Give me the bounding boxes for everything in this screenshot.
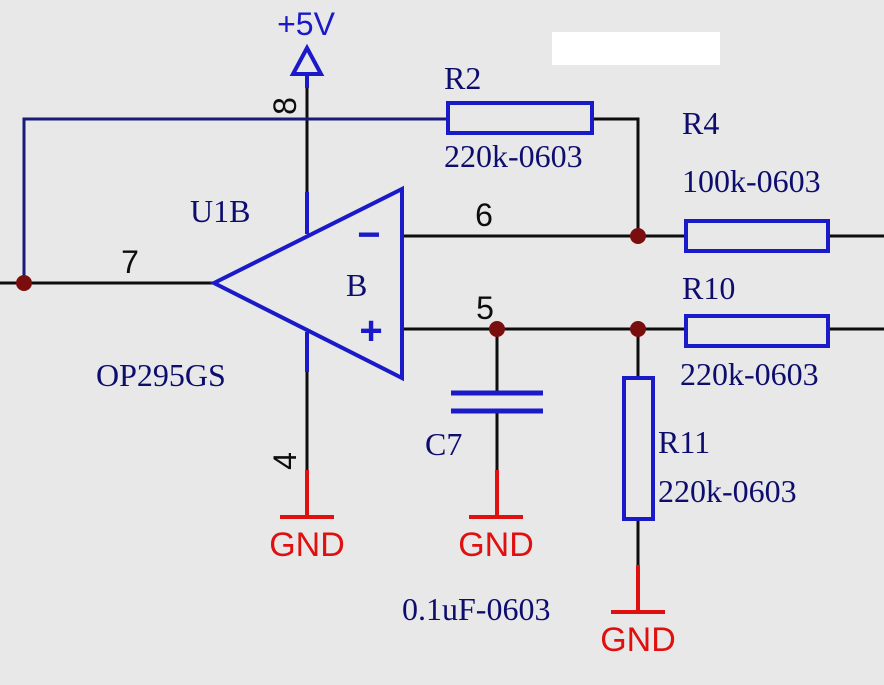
junction-dot-c7 [489, 321, 505, 337]
opamp-part-label: OP295GS [96, 357, 226, 393]
r11-ref-label: R11 [658, 424, 710, 460]
resistor-r10 [684, 314, 830, 348]
opamp-unit-label: B [346, 267, 367, 303]
junction-dot-output [16, 275, 32, 291]
power-arrow-icon [289, 43, 325, 76]
junction-dot-inverting [630, 228, 646, 244]
r11-value-label: 220k-0603 [658, 473, 797, 509]
pin-number-output: 7 [121, 244, 139, 280]
r4-value-label: 100k-0603 [682, 163, 821, 199]
r10-value-label: 220k-0603 [680, 356, 819, 392]
r10-ref-label: R10 [682, 270, 735, 306]
ground-c7-label: GND [458, 526, 534, 564]
r2-ref-label: R2 [444, 60, 481, 96]
ground-r11-label: GND [600, 621, 676, 659]
resistor-r2 [446, 101, 594, 135]
pin-number-inverting: 6 [475, 197, 493, 233]
pin-number-noninverting: 5 [476, 290, 494, 326]
pin-number-vplus: 8 [267, 97, 303, 115]
opamp-symbol [209, 185, 404, 382]
c7-value-label: 0.1uF-0603 [402, 591, 550, 627]
white-patch [552, 32, 720, 65]
opamp-ref-label: U1B [190, 193, 250, 229]
r4-ref-label: R4 [682, 105, 719, 141]
r2-value-label: 220k-0603 [444, 138, 583, 174]
resistor-r11 [622, 376, 655, 521]
ground-opamp-label: GND [269, 526, 345, 564]
pin-number-vminus: 4 [267, 452, 303, 470]
opamp-plus-sign: + [359, 309, 382, 353]
power-label: +5V [277, 6, 335, 42]
opamp-minus-sign: − [357, 213, 380, 257]
resistor-r4 [684, 219, 830, 253]
junction-dot-r11 [630, 321, 646, 337]
c7-ref-label: C7 [425, 426, 462, 462]
